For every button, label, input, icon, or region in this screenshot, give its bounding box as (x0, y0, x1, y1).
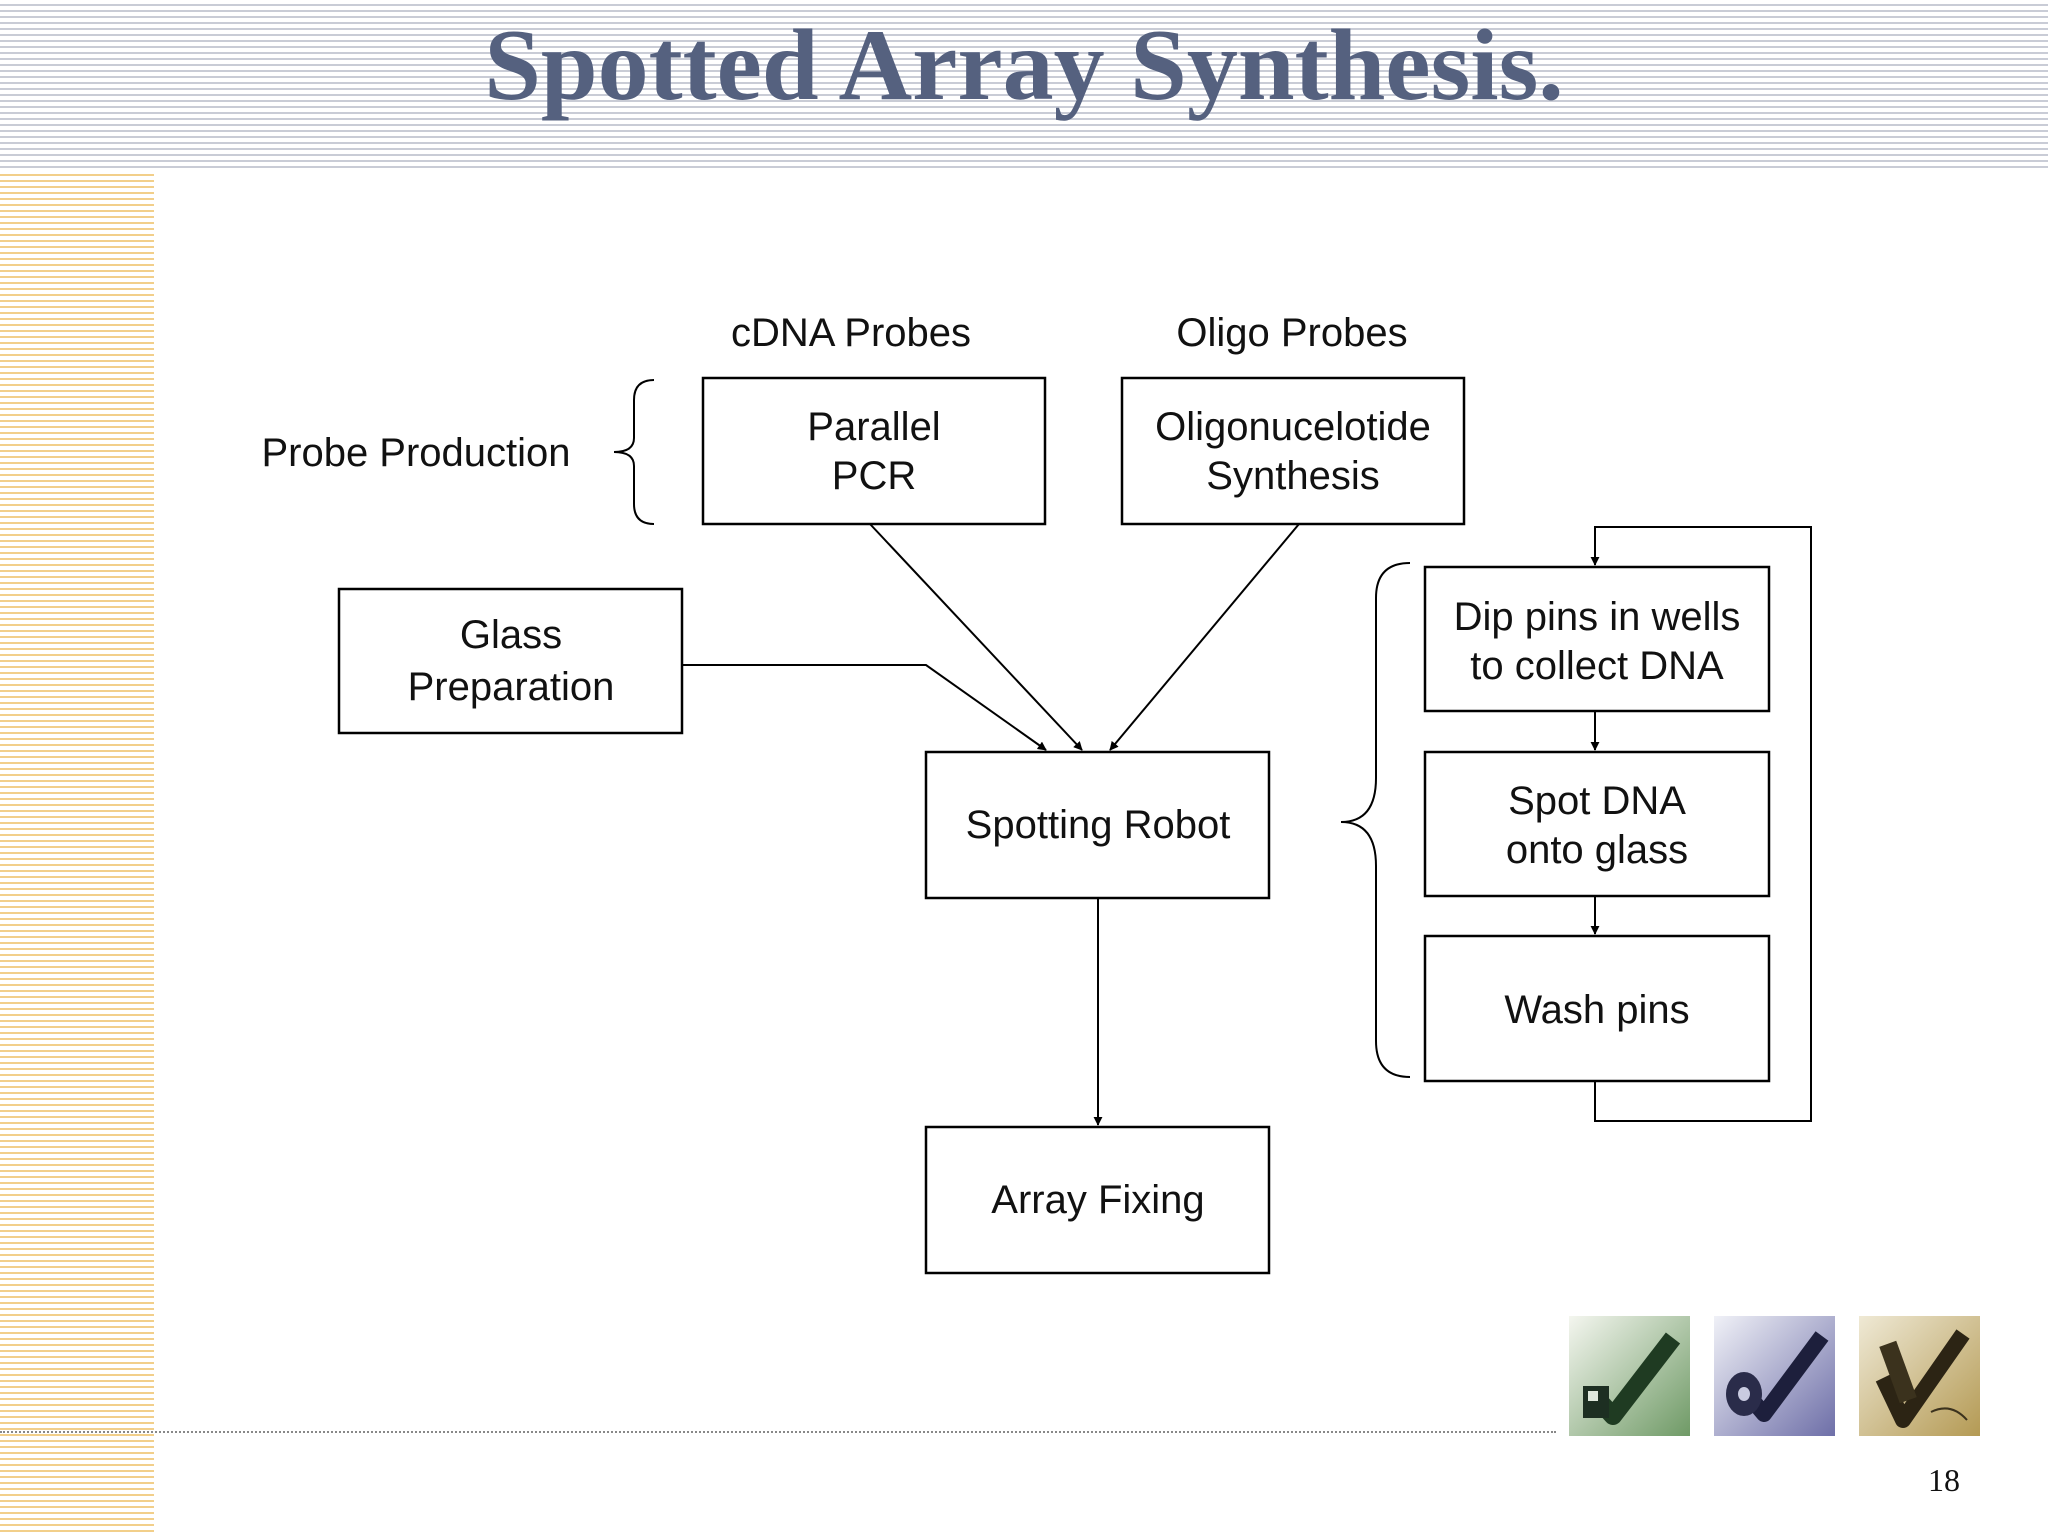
oligo-probes-header: Oligo Probes (1176, 311, 1407, 355)
glass-preparation-line-1: Glass (460, 613, 562, 657)
floppy-disk-checkmark-icon (1569, 1316, 1690, 1436)
parallel-pcr-line-1: Parallel (807, 405, 940, 449)
edge-glass-to-robot (682, 664, 1047, 751)
left-stripe-band (0, 170, 154, 1536)
top-stripe-band (0, 0, 2048, 170)
spotting-robot-label: Spotting Robot (966, 803, 1231, 847)
page-number: 18 (1928, 1462, 1960, 1498)
spot-dna-line-1: Spot DNA (1508, 779, 1686, 823)
oligo-synthesis-line-1: Oligonucelotide (1155, 405, 1431, 449)
footer-rule (0, 1431, 1556, 1433)
array-fixing-label: Array Fixing (991, 1178, 1204, 1222)
edge-pcr-to-robot (869, 523, 1083, 751)
dip-pins-line-1: Dip pins in wells (1454, 595, 1741, 639)
edge-wash-loop-back (1590, 526, 1812, 1122)
cd-disc-checkmark-icon (1714, 1316, 1835, 1436)
spotting-steps-brace (1340, 562, 1411, 1078)
spotting-robot-box: Spotting Robot (924, 750, 1271, 900)
oligo-synthesis-box: Oligonucelotide Synthesis (1120, 376, 1466, 526)
wash-pins-box: Wash pins (1423, 934, 1771, 1083)
glass-preparation-line-2: Preparation (408, 665, 615, 709)
cdna-probes-header: cDNA Probes (731, 311, 971, 355)
spot-dna-line-2: onto glass (1506, 828, 1688, 872)
oligo-synthesis-line-2: Synthesis (1206, 454, 1379, 498)
glass-preparation-box: Glass Preparation (337, 587, 684, 735)
wash-pins-label: Wash pins (1504, 988, 1689, 1032)
slide-title: Spotted Array Synthesis. (484, 9, 1564, 122)
dip-pins-line-2: to collect DNA (1470, 644, 1724, 688)
spot-dna-box: Spot DNA onto glass (1423, 750, 1771, 898)
array-fixing-box: Array Fixing (924, 1125, 1271, 1275)
probe-production-brace (613, 379, 655, 525)
circuit-board-checkmark-icon (1859, 1316, 1980, 1436)
dip-pins-box: Dip pins in wells to collect DNA (1423, 565, 1771, 713)
parallel-pcr-line-2: PCR (832, 454, 916, 498)
parallel-pcr-box: Parallel PCR (701, 376, 1047, 526)
edge-oligo-to-robot (1109, 523, 1300, 751)
probe-production-label: Probe Production (261, 431, 570, 475)
